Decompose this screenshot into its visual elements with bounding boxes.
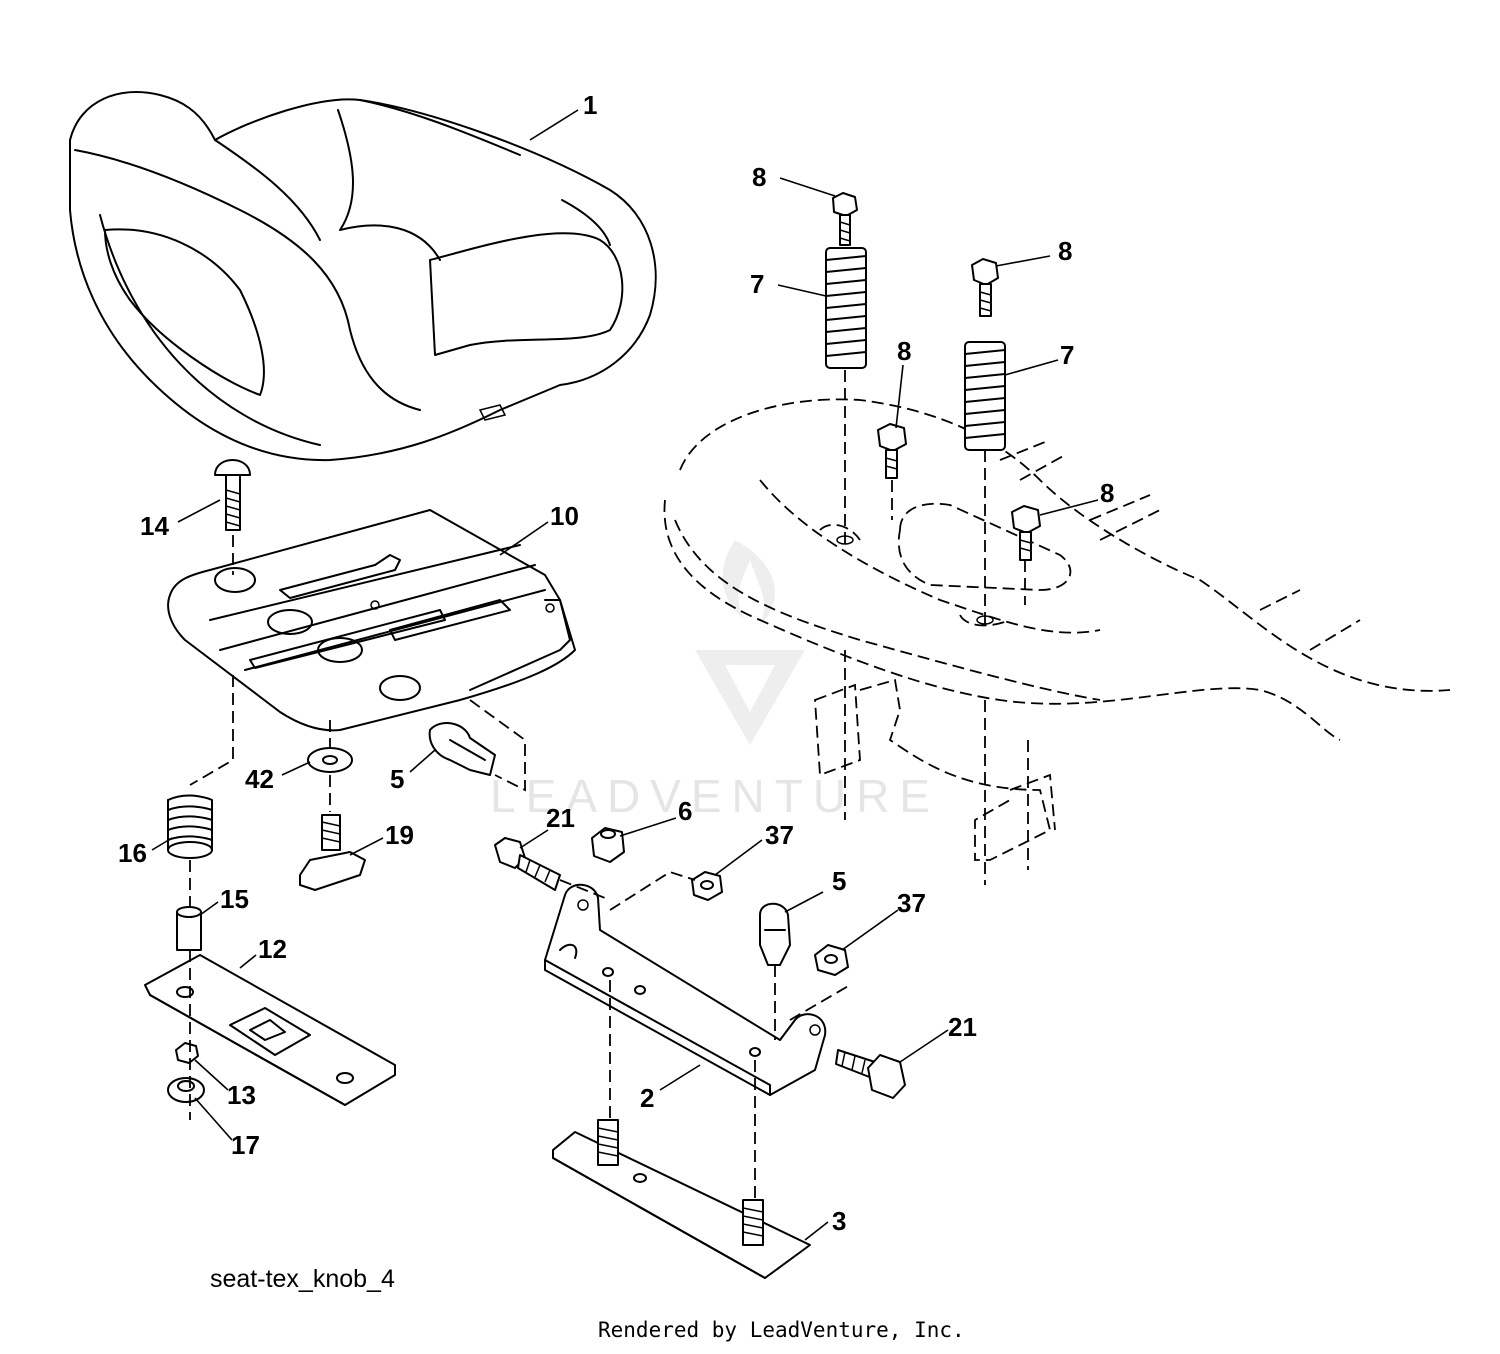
callout-12: 12 [258,934,287,964]
callout-8-b: 8 [1058,236,1072,266]
watermark-text: LEADVENTURE [490,770,940,822]
callout-37-lower: 37 [897,888,926,918]
seat-bracket-part-2 [544,883,827,1096]
leadventure-watermark: LEADVENTURE [490,540,940,822]
callout-37-upper: 37 [765,820,794,850]
callout-7-b: 7 [1060,340,1074,370]
callout-2: 2 [640,1083,654,1113]
callout-19: 19 [385,820,414,850]
washer-part-42 [307,747,353,773]
knob-part-19 [299,814,366,891]
bolt-part-8-d [1011,505,1041,561]
bolt-part-8-b [971,258,999,317]
callout-6: 6 [678,796,692,826]
spring-part-7-left [825,247,867,369]
callout-3: 3 [832,1206,846,1236]
callout-5-upper: 5 [390,764,404,794]
callout-14: 14 [140,511,169,541]
callout-42: 42 [245,764,274,794]
clip-part-5-lower [759,902,791,966]
callout-8-a: 8 [752,162,766,192]
callout-16: 16 [118,838,147,868]
nut-part-37-upper [691,871,723,901]
callout-5-lower: 5 [832,866,846,896]
assembly-centerlines [189,370,1026,1200]
seat-part-1 [69,91,657,462]
seat-pan-part-10 [167,509,576,732]
callout-15: 15 [220,884,249,914]
callout-10: 10 [550,501,579,531]
callout-1: 1 [583,90,597,120]
nut-part-6 [591,827,625,863]
callout-7-a: 7 [750,269,764,299]
bolt-part-21-left [494,837,561,891]
clip-part-5-upper [428,722,496,776]
stud-plate-part-3 [552,1119,811,1279]
tractor-frame-dashed [663,398,1451,885]
flange-nut-part-17 [167,1077,205,1103]
callout-17: 17 [231,1130,260,1160]
nut-part-37-lower [814,944,849,976]
leader-lines [151,109,1099,1241]
diagram-caption: seat-tex_knob_4 [210,1265,395,1293]
callout-21-left: 21 [546,803,575,833]
callout-8-d: 8 [1100,478,1114,508]
footer-credit: Rendered by LeadVenture, Inc. [598,1318,965,1342]
bolt-part-8-a [832,192,858,246]
callout-8-c: 8 [897,336,911,366]
callout-labels: 1 8 7 8 8 7 8 14 10 42 5 16 19 21 6 37 1… [118,90,1114,1236]
spring-part-16 [167,794,213,859]
bracket-plate-part-12 [144,954,396,1106]
bolt-part-8-c [877,423,907,479]
spacer-part-15 [176,906,202,951]
nut-part-13 [175,1042,199,1064]
spring-part-7-right [964,341,1006,451]
bolt-part-21-right [835,1049,906,1099]
callout-13: 13 [227,1080,256,1110]
carriage-bolt-part-14 [214,459,251,531]
callout-21-right: 21 [948,1012,977,1042]
